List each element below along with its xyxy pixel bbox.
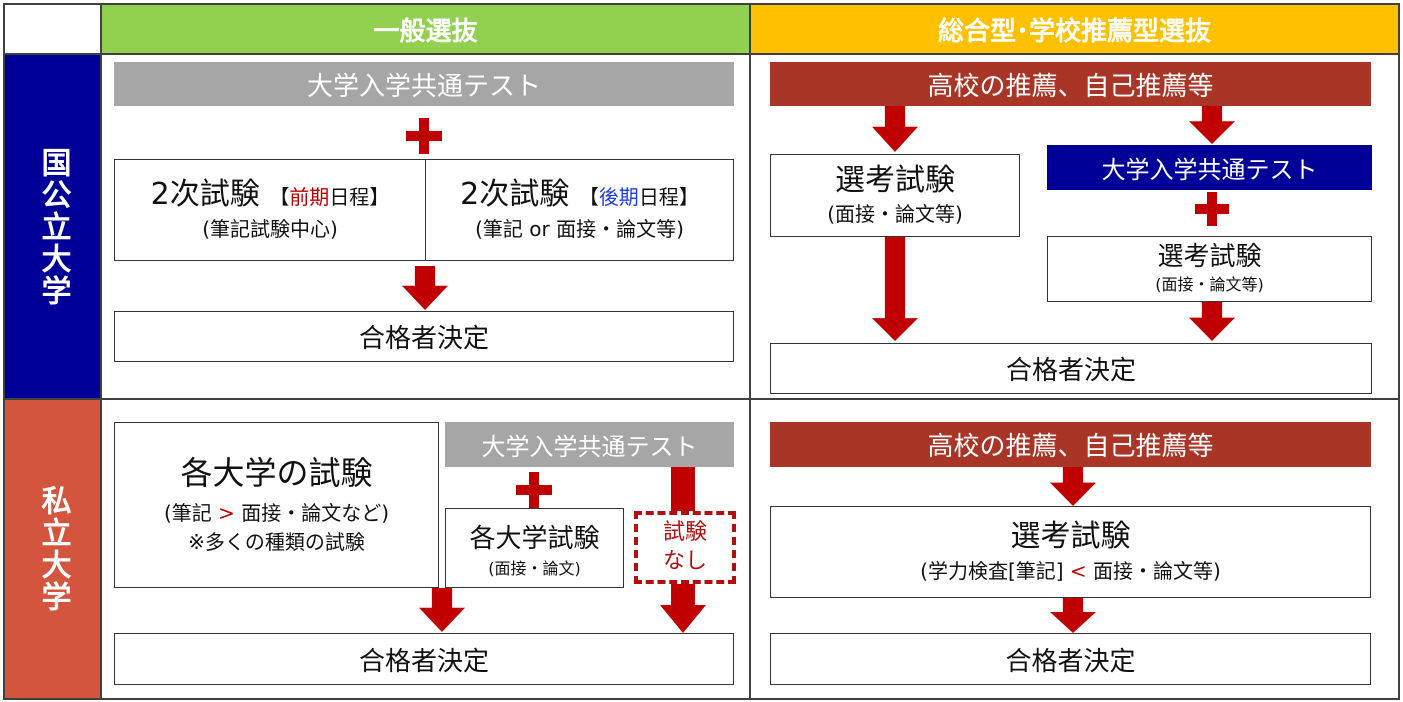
- header-comprehensive: 総合型･学校推薦型選抜: [749, 3, 1400, 55]
- recommendation-bar: 高校の推薦、自己推薦等: [770, 422, 1371, 467]
- selection-exam-box-2: 選考試験 (面接・論文等): [1047, 236, 1372, 302]
- down-arrow-icon: [419, 588, 465, 632]
- plus-icon: [406, 118, 442, 154]
- selection-exam-box: 選考試験 (面接・論文等): [770, 154, 1020, 237]
- subtitle-part: (筆記: [163, 501, 219, 526]
- no-exam-box: 試験 なし: [634, 511, 736, 584]
- no-exam-line: 試験: [662, 519, 707, 545]
- down-arrow-icon: [1050, 598, 1096, 633]
- common-test-bar: 大学入学共通テスト: [445, 422, 734, 467]
- exam-subtitle: (筆記 > 面接・論文など): [164, 497, 389, 526]
- subtitle-part: 面接・論文等): [1086, 558, 1221, 583]
- result-box: 合格者決定: [114, 311, 734, 362]
- bracket: 【: [269, 185, 290, 210]
- down-arrow-icon: [1189, 106, 1235, 144]
- exam-note: ※多くの種類の試験: [188, 530, 365, 555]
- down-arrow-icon: [660, 582, 706, 633]
- period-label: 前期: [289, 185, 330, 210]
- down-arrow-icon: [1189, 302, 1235, 341]
- exam-title-line: 2次試験 【後期日程】: [460, 178, 699, 213]
- exam-title: 2次試験: [460, 177, 570, 213]
- university-exam-box: 各大学の試験 (筆記 > 面接・論文など) ※多くの種類の試験: [114, 422, 439, 588]
- schedule-label: 日程: [638, 185, 679, 210]
- down-arrow-icon: [1050, 467, 1096, 506]
- cell-private-comprehensive: [749, 398, 1400, 700]
- exam-title: 各大学試験: [469, 523, 600, 554]
- arrow-stem: [671, 467, 695, 515]
- no-exam-line: なし: [662, 548, 707, 574]
- exam-title: 選考試験: [835, 162, 955, 198]
- exam-subtitle: (筆記 or 面接・論文等): [475, 216, 684, 241]
- row-label-private: 私立大学: [3, 398, 102, 700]
- exam-title-line: 2次試験 【前期日程】: [151, 178, 390, 213]
- recommendation-bar: 高校の推薦、自己推薦等: [770, 62, 1371, 106]
- less-than-sign: <: [1069, 558, 1087, 583]
- greater-than-sign: >: [218, 501, 235, 526]
- down-arrow-icon: [402, 266, 448, 310]
- row-label-national: 国公立大学: [3, 53, 102, 400]
- common-test-bar: 大学入学共通テスト: [114, 62, 734, 106]
- second-exam-first-period: 2次試験 【前期日程】 (筆記試験中心): [114, 159, 426, 261]
- result-box: 合格者決定: [770, 343, 1372, 394]
- corner-cell: [3, 3, 102, 55]
- exam-subtitle: (面接・論文等): [1155, 275, 1264, 295]
- selection-exam-box: 選考試験 (学力検査[筆記] < 面接・論文等): [770, 506, 1371, 598]
- exam-subtitle: (面接・論文): [488, 558, 581, 578]
- subtitle-part: (学力検査[筆記]: [920, 558, 1070, 583]
- down-arrow-icon: [872, 237, 918, 341]
- schedule-label: 日程: [329, 185, 370, 210]
- period-label: 後期: [598, 185, 639, 210]
- second-exam-second-period: 2次試験 【後期日程】 (筆記 or 面接・論文等): [425, 159, 734, 261]
- result-box: 合格者決定: [770, 633, 1371, 685]
- bracket: 【: [578, 185, 599, 210]
- exam-title: 各大学の試験: [180, 453, 373, 492]
- bracket: 】: [369, 185, 390, 210]
- plus-icon: [1195, 192, 1229, 226]
- common-test-bar: 大学入学共通テスト: [1047, 145, 1372, 190]
- plus-icon: [516, 472, 552, 508]
- down-arrow-icon: [872, 106, 918, 152]
- exam-title: 選考試験: [1157, 241, 1262, 272]
- header-general: 一般選抜: [100, 3, 751, 55]
- subtitle-part: 面接・論文など): [234, 501, 390, 526]
- exam-subtitle: (学力検査[筆記] < 面接・論文等): [920, 555, 1221, 584]
- result-box: 合格者決定: [114, 633, 734, 685]
- bracket: 】: [678, 185, 699, 210]
- exam-subtitle: (筆記試験中心): [202, 216, 338, 241]
- exam-subtitle: (面接・論文等): [827, 202, 963, 227]
- exam-title: 2次試験: [150, 177, 260, 213]
- exam-title: 選考試験: [1010, 519, 1131, 555]
- each-university-exam-box: 各大学試験 (面接・論文): [445, 508, 624, 588]
